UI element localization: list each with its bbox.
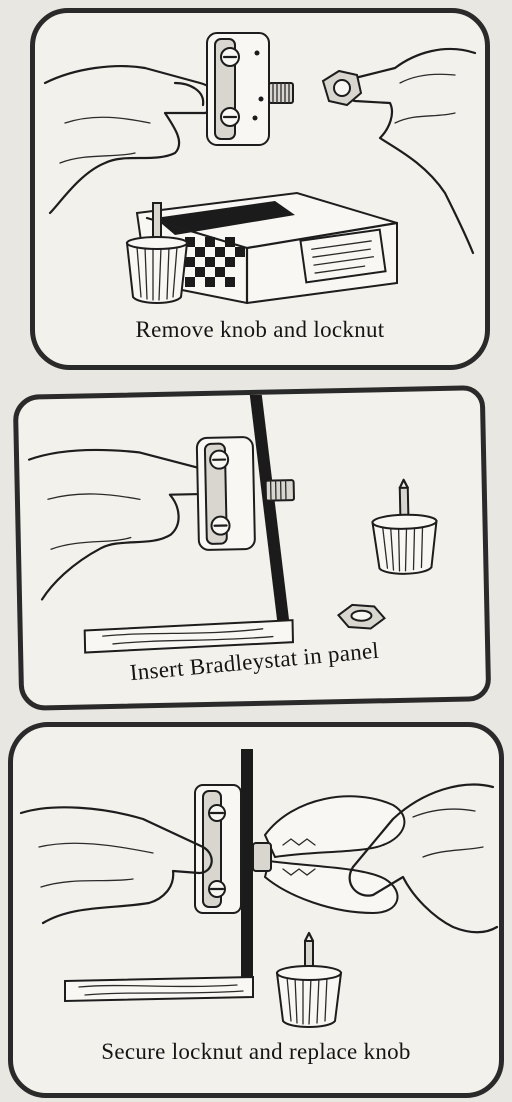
step-1-caption: Remove knob and locknut (35, 317, 485, 343)
step-3-caption: Secure locknut and replace knob (13, 1039, 499, 1065)
step-3-panel: Secure locknut and replace knob (8, 722, 504, 1098)
step-1-panel: Remove knob and locknut (30, 8, 490, 370)
step-2-panel: Insert Bradleystat in panel (13, 385, 492, 711)
step-1-illustration (35, 13, 485, 365)
